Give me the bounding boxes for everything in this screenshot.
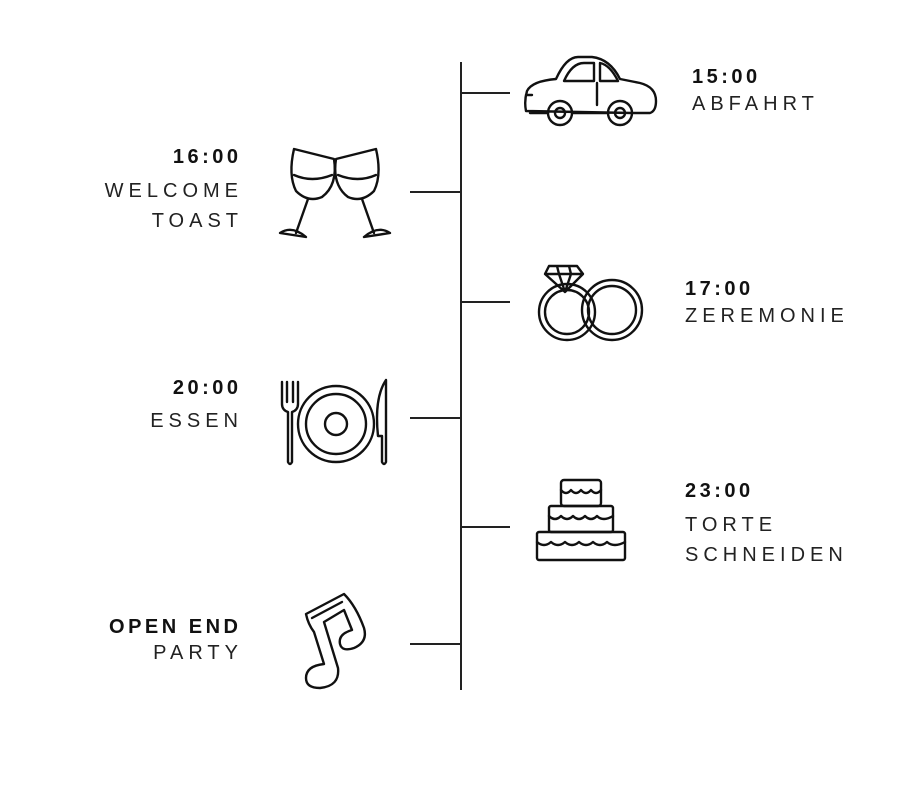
car-icon (524, 55, 658, 127)
event-label: TORTE (685, 514, 778, 536)
timeline-event-party: OPEN END PARTY (109, 615, 238, 667)
event-time: OPEN END (109, 616, 242, 638)
event-time: 23:00 (685, 480, 754, 502)
timeline-event-essen: 20:00 ESSEN (150, 376, 238, 436)
event-label: TOAST (151, 210, 243, 232)
event-label: PARTY (153, 642, 243, 664)
event-label: SCHNEIDEN (685, 544, 848, 566)
timeline-event-welcome-toast: 16:00 WELCOME TOAST (105, 145, 238, 236)
music-note-icon (304, 592, 367, 690)
event-time: 20:00 (172, 377, 242, 399)
wedding-rings-icon (537, 264, 644, 342)
timeline-branch (460, 526, 510, 528)
timeline-branch (410, 417, 460, 419)
timeline-event-zeremonie: 17:00 ZEREMONIE (685, 277, 849, 331)
timeline-event-torte-schneiden: 23:00 TORTE SCHNEIDEN (685, 479, 848, 570)
wedding-cake-icon (535, 478, 627, 562)
event-time: 15:00 (692, 66, 761, 88)
event-time: 17:00 (685, 278, 754, 300)
event-label: ZEREMONIE (685, 305, 849, 327)
timeline-branch (410, 191, 460, 193)
event-label: ABFAHRT (692, 93, 819, 115)
event-time: 16:00 (172, 146, 242, 168)
event-label: ESSEN (150, 410, 243, 432)
timeline-axis (460, 62, 462, 690)
timeline-branch (410, 643, 460, 645)
plate-cutlery-icon (280, 378, 388, 466)
timeline-branch (460, 92, 510, 94)
timeline-event-abfahrt: 15:00 ABFAHRT (692, 65, 819, 119)
timeline-branch (460, 301, 510, 303)
champagne-glasses-icon (278, 147, 392, 239)
event-label: WELCOME (104, 180, 243, 202)
